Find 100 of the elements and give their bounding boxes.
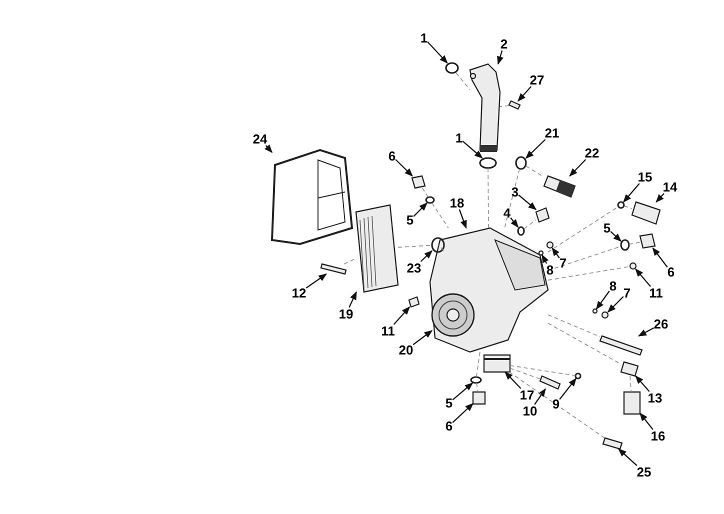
nut-drawing [411, 175, 426, 189]
leader-arrow [635, 268, 651, 287]
callout-number: 8 [609, 280, 617, 292]
leader-arrow [559, 378, 577, 400]
o-ring-drawing [515, 156, 527, 170]
alignment-line [456, 72, 470, 90]
bolt-drawing [602, 437, 623, 450]
callout-number: 4 [503, 206, 511, 220]
plug-drawing [620, 361, 639, 377]
alignment-line [624, 206, 632, 209]
leader-arrow [264, 144, 273, 154]
leader-arrow [610, 230, 622, 242]
callout-number: 5 [406, 214, 414, 226]
sensor-drawing [535, 207, 550, 223]
o-ring-drawing [517, 226, 525, 236]
plug-drawing [639, 233, 656, 249]
nut-drawing [601, 311, 609, 319]
alignment-line [398, 244, 432, 248]
callout-number: 7 [559, 256, 567, 270]
alignment-line [548, 266, 630, 281]
callout-number: 20 [398, 344, 414, 356]
callout-number: 5 [603, 222, 611, 234]
callout-number: 9 [552, 398, 560, 410]
callout-number: 26 [654, 318, 668, 330]
washer-drawing [574, 372, 582, 380]
alignment-line [548, 206, 618, 252]
callout-number: 1 [420, 32, 428, 44]
alignment-line [508, 372, 605, 438]
o-ring-drawing [445, 62, 459, 74]
leader-arrow [656, 193, 664, 203]
leader-arrow [393, 306, 410, 325]
callout-number: 8 [546, 264, 554, 276]
callout-number: 7 [623, 286, 631, 300]
alignment-line [432, 202, 449, 228]
nut-drawing [546, 241, 554, 249]
callout-number: 12 [292, 286, 306, 300]
leader-arrow [497, 50, 504, 65]
callout-number: 23 [406, 262, 422, 274]
callout-number: 17 [520, 388, 534, 402]
leader-arrow [518, 194, 537, 210]
alignment-line [548, 314, 600, 338]
leader-arrow [395, 159, 413, 177]
alignment-line [422, 188, 428, 198]
callout-number: 13 [648, 392, 662, 404]
leader-arrow [462, 140, 483, 159]
callout-number: 6 [667, 266, 675, 278]
leader-arrow [623, 183, 640, 203]
callout-number: 14 [662, 180, 678, 194]
callout-number: 11 [381, 324, 395, 338]
leader-arrow [420, 250, 433, 262]
leader-arrow [618, 448, 638, 466]
leader-arrow [652, 247, 668, 268]
o-ring-drawing [479, 157, 497, 169]
alignment-line [500, 105, 510, 107]
leader-arrow [569, 159, 586, 177]
o-ring-drawing [431, 237, 445, 253]
alignment-line [628, 242, 640, 245]
callout-number: 24 [252, 132, 268, 146]
leader-arrow [525, 139, 546, 159]
o-ring-drawing [620, 239, 630, 251]
alignment-line [510, 368, 540, 380]
callout-number: 25 [636, 466, 652, 478]
leader-arrow [412, 330, 433, 346]
plug-drawing [472, 391, 486, 405]
alignment-line [510, 365, 576, 376]
bolt-drawing [408, 296, 420, 308]
leader-arrow [596, 290, 610, 310]
sensor-drawing [631, 201, 661, 225]
callout-number: 18 [450, 196, 464, 210]
callout-number: 27 [530, 74, 544, 86]
leader-arrow [518, 86, 532, 102]
gasket-drawing [270, 148, 354, 246]
callout-number: 6 [445, 420, 453, 432]
o-ring-drawing [470, 376, 482, 384]
bolt-drawing [539, 375, 561, 390]
callout-number: 11 [649, 286, 663, 300]
callout-number: 16 [650, 430, 666, 442]
leader-arrow [635, 375, 650, 392]
washer-drawing [538, 250, 544, 256]
callout-number: 15 [638, 170, 652, 184]
leader-arrow [534, 388, 546, 405]
leader-arrow [542, 254, 549, 264]
alignment-line [504, 168, 520, 228]
plug-drawing [623, 391, 641, 415]
alignment-line [524, 219, 536, 230]
leader-arrow [638, 327, 654, 337]
alignment-line [548, 322, 622, 365]
bolt-drawing [320, 263, 347, 275]
alignment-line [476, 382, 478, 392]
o-ring-drawing [425, 196, 435, 204]
bolt-drawing [629, 262, 637, 270]
screw-drawing [508, 100, 521, 110]
leader-arrow [452, 382, 474, 400]
alignment-line [526, 166, 544, 178]
leader-arrow [413, 202, 428, 217]
alignment-line [476, 352, 480, 378]
leader-arrow [458, 209, 467, 229]
callout-number: 5 [445, 396, 453, 410]
washer-drawing [592, 308, 598, 314]
leader-arrow [452, 403, 474, 424]
